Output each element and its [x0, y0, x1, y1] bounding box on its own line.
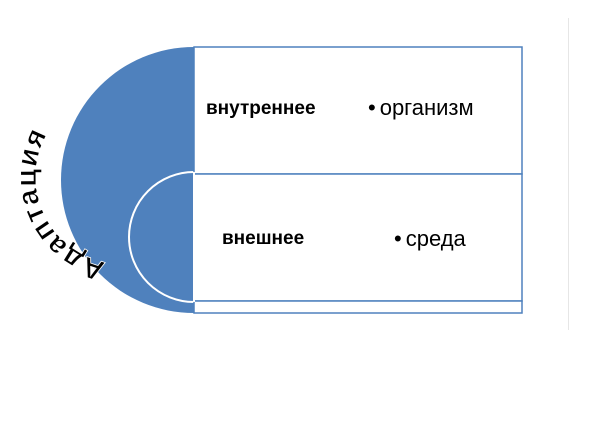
row-item-environment-text: среда [405, 226, 466, 251]
row-label-internal: внутреннее [206, 98, 316, 119]
slide-edge-divider [568, 18, 569, 330]
row-box-internal [193, 46, 523, 175]
inner-arc-outline [128, 171, 195, 303]
row-item-environment: •среда [394, 226, 466, 252]
row-item-organism-text: организм [379, 95, 474, 120]
title-half-disc [61, 47, 194, 313]
row-item-organism: •организм [368, 95, 474, 121]
row-label-external: внешнее [222, 228, 305, 249]
bottom-strip [193, 300, 523, 314]
bullet-icon: • [368, 95, 376, 120]
bullet-icon: • [394, 226, 402, 251]
